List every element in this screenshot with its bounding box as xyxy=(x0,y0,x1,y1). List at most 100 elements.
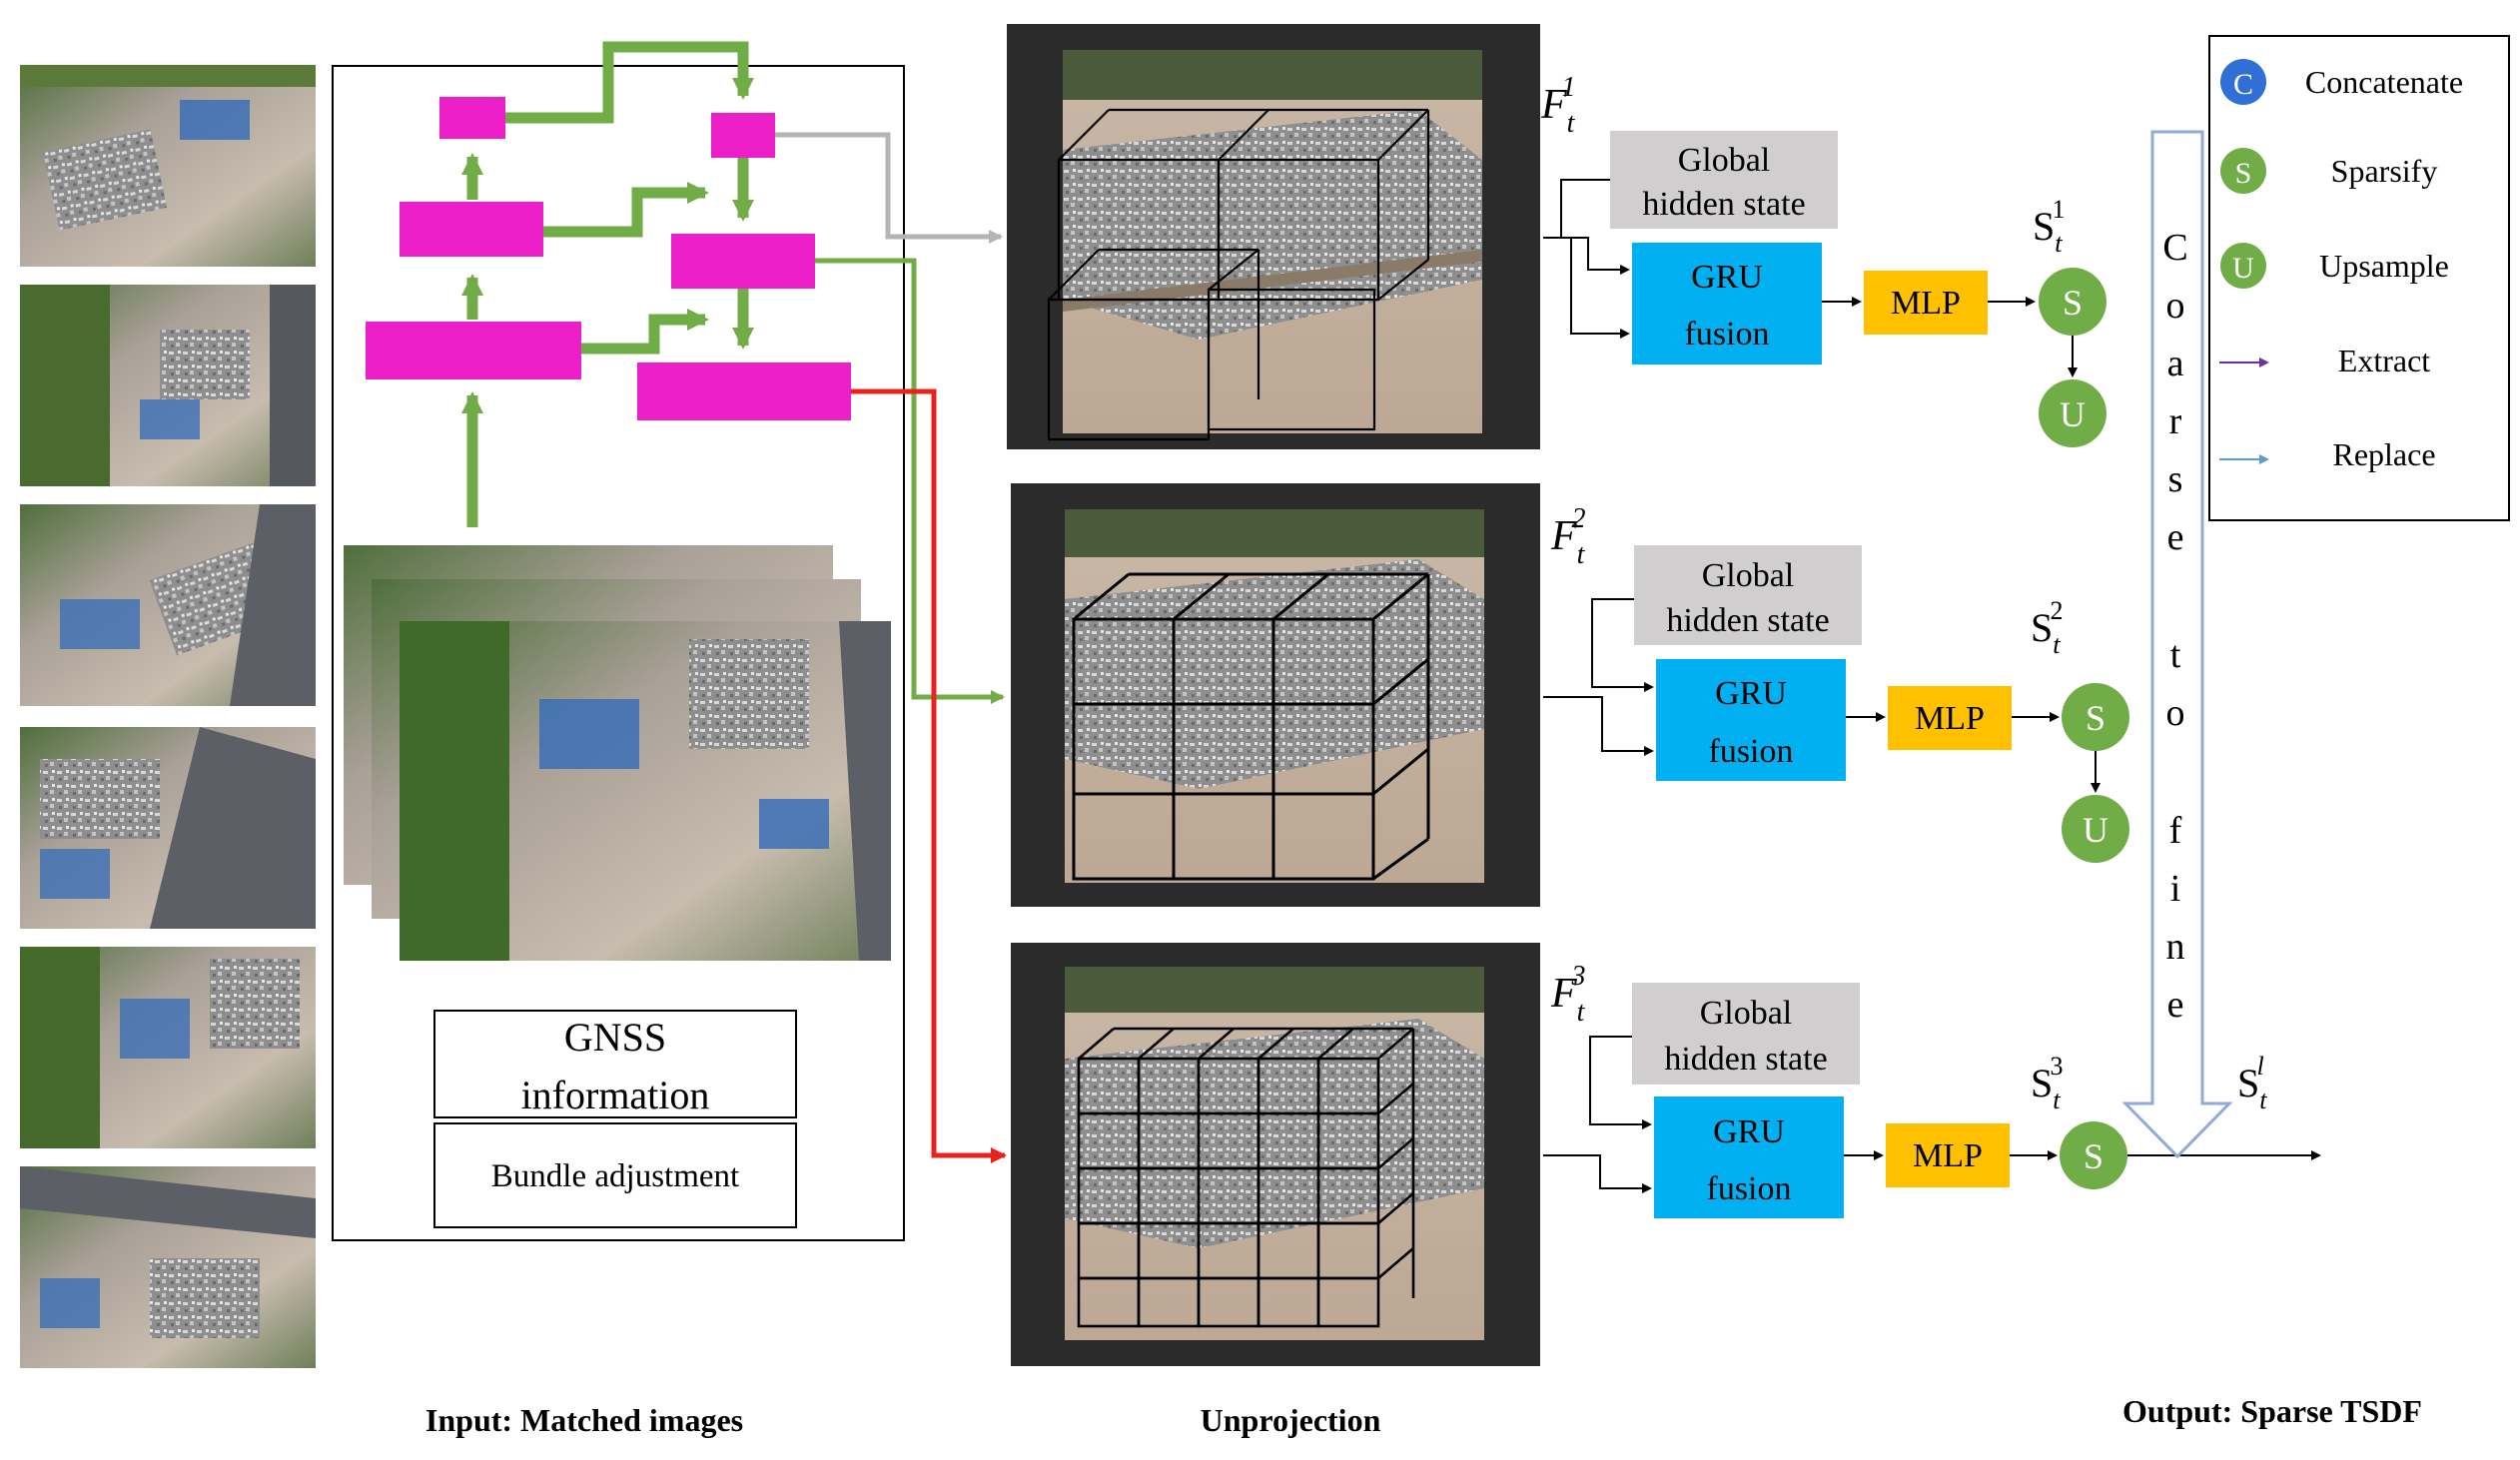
c2f-char-e2: e xyxy=(2167,984,2184,1026)
global-hidden-state-2-line2: hidden state xyxy=(1666,602,1829,639)
feature-label-2: Ft2 xyxy=(1550,503,1586,570)
concatenate-icon xyxy=(2220,59,2266,105)
s-label-1: St1 xyxy=(2033,195,2065,258)
c2f-char-e: e xyxy=(2167,516,2184,558)
voxel-grid-fine xyxy=(1077,1027,1415,1328)
mlp-1-label: MLP xyxy=(1891,285,1961,322)
thumbnail-6 xyxy=(20,1166,316,1368)
upsample-node-2 xyxy=(2062,795,2129,863)
c2f-char-t: t xyxy=(2170,634,2181,676)
sparsify-node-2-label: S xyxy=(2086,698,2105,738)
voxel-grid-coarse xyxy=(1047,108,1430,441)
s-label-final: Stl xyxy=(2237,1052,2267,1114)
gnss-box xyxy=(433,1010,797,1118)
fpn-bottom-right xyxy=(637,363,851,420)
unprojection-panel-1 xyxy=(1007,24,1540,449)
level-1: Ft1 Global hidden state GRU fusion MLP S… xyxy=(1540,72,2106,447)
feature-label-1: Ft1 xyxy=(1540,72,1576,139)
c2f-char-c: C xyxy=(2162,227,2187,269)
gru-fusion-2-line1: GRU xyxy=(1715,675,1787,712)
sparsify-node-3 xyxy=(2060,1121,2127,1189)
unprojection-caption: Unprojection xyxy=(1201,1402,1381,1438)
mlp-1 xyxy=(1864,271,1988,335)
concatenate-icon-glyph: C xyxy=(2233,68,2253,101)
gru-fusion-3 xyxy=(1654,1096,1844,1218)
level-3: Ft3 Global hidden state GRU fusion MLP S… xyxy=(1543,961,2321,1218)
global-hidden-state-1-line2: hidden state xyxy=(1642,186,1805,223)
global-hidden-state-1 xyxy=(1610,131,1838,229)
output-caption: Output: Sparse TSDF xyxy=(2122,1393,2422,1429)
s-label-3: St3 xyxy=(2031,1052,2063,1114)
sparsify-icon-glyph: S xyxy=(2235,157,2252,190)
fpn-top-right xyxy=(711,113,775,158)
gru-fusion-3-line1: GRU xyxy=(1713,1113,1785,1150)
sparsify-node-1-label: S xyxy=(2063,283,2083,323)
legend-sparsify: Sparsify xyxy=(2331,153,2438,189)
c2f-char-r: r xyxy=(2169,400,2182,442)
c2f-char-o: o xyxy=(2166,285,2185,327)
input-thumbnails xyxy=(20,65,316,1368)
legend: C Concatenate S Sparsify U Upsample Extr… xyxy=(2208,35,2510,521)
coarse-to-fine-arrow xyxy=(2121,130,2233,1159)
c2f-char-f: f xyxy=(2169,810,2182,852)
sparsify-node-3-label: S xyxy=(2084,1136,2103,1176)
coarse-to-fine-text: C o a r s e t o f i n e xyxy=(2162,227,2187,1026)
level-2: Ft2 Global hidden state GRU fusion MLP S… xyxy=(1543,503,2129,863)
global-hidden-state-3-line2: hidden state xyxy=(1664,1041,1827,1078)
fpn-mid-right xyxy=(671,234,815,289)
green-feature-arrow xyxy=(815,258,1005,704)
bundle-adjustment-label: Bundle adjustment xyxy=(491,1158,739,1194)
gru-fusion-1-line2: fusion xyxy=(1685,316,1770,353)
c2f-char-a: a xyxy=(2167,343,2184,384)
gru-fusion-1-line1: GRU xyxy=(1691,259,1763,296)
fpn-mid-left xyxy=(400,202,543,257)
upsample-node-1-label: U xyxy=(2060,394,2086,434)
fpn-top-left xyxy=(439,97,505,139)
mlp-3 xyxy=(1886,1123,2010,1187)
global-hidden-state-1-line1: Global xyxy=(1678,142,1771,179)
feature-label-3: Ft3 xyxy=(1550,961,1586,1028)
legend-concatenate: Concatenate xyxy=(2305,64,2463,100)
gnss-label-line1: GNSS xyxy=(564,1015,666,1060)
upsample-icon xyxy=(2220,243,2266,289)
global-hidden-state-2-line1: Global xyxy=(1702,557,1795,594)
upsample-icon-glyph: U xyxy=(2232,252,2254,285)
c2f-char-s: s xyxy=(2168,458,2183,500)
s-label-2: St2 xyxy=(2031,596,2063,659)
legend-upsample: Upsample xyxy=(2319,248,2449,284)
legend-replace: Replace xyxy=(2332,436,2435,472)
unprojection-panel-2 xyxy=(1011,483,1540,907)
thumbnail-5 xyxy=(20,947,316,1148)
thumbnail-3 xyxy=(20,504,316,706)
input-panel-border xyxy=(332,65,905,1241)
gru-fusion-2-line2: fusion xyxy=(1709,733,1794,770)
sparsify-icon xyxy=(2220,148,2266,194)
legend-extract: Extract xyxy=(2338,343,2431,378)
c2f-char-o2: o xyxy=(2166,692,2185,734)
gnss-label-line2: information xyxy=(521,1073,710,1117)
input-caption: Input: Matched images xyxy=(425,1402,743,1438)
mlp-3-label: MLP xyxy=(1913,1137,1983,1174)
gru-fusion-3-line2: fusion xyxy=(1707,1170,1792,1207)
feature-pyramid xyxy=(366,97,851,420)
thumbnail-1 xyxy=(20,65,316,267)
upsample-node-2-label: U xyxy=(2083,810,2108,850)
c2f-char-i: i xyxy=(2170,868,2181,910)
mlp-2 xyxy=(1888,686,2012,750)
thumbnail-2 xyxy=(20,285,316,486)
stacked-images xyxy=(344,545,891,961)
gru-fusion-1 xyxy=(1632,243,1822,365)
voxel-grid-medium xyxy=(1072,572,1430,881)
fpn-bottom-left xyxy=(366,322,581,379)
global-hidden-state-3-line1: Global xyxy=(1700,995,1793,1032)
sparsify-node-1 xyxy=(2039,268,2106,336)
bundle-adjustment-box xyxy=(433,1122,797,1228)
global-hidden-state-2 xyxy=(1634,545,1862,645)
global-hidden-state-3 xyxy=(1632,983,1860,1085)
unprojection-panel-3 xyxy=(1011,943,1540,1366)
mlp-2-label: MLP xyxy=(1915,700,1985,737)
upsample-node-1 xyxy=(2039,379,2106,447)
sparsify-node-2 xyxy=(2062,683,2129,751)
gru-fusion-2 xyxy=(1656,659,1846,781)
